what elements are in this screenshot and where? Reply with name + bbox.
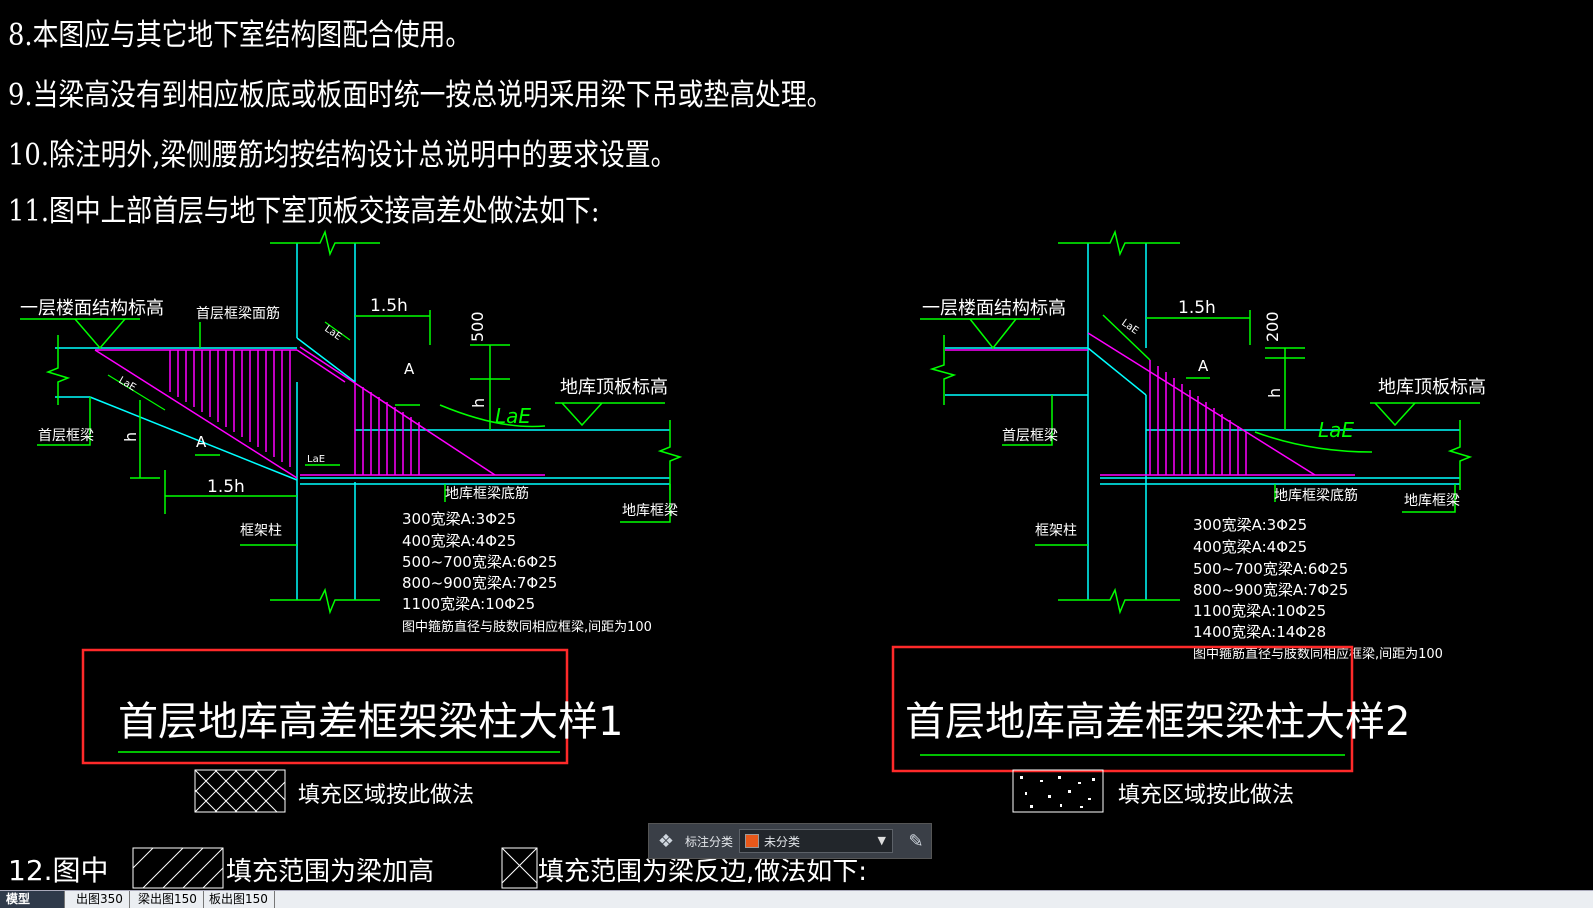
note-12-row: 12.图中 填充范围为梁加高 填充范围为梁反边,做法如下: [8, 847, 867, 889]
spec-1-4: 1100宽梁A:10Φ25 [402, 595, 535, 613]
spec-2-4: 1100宽梁A:10Φ25 [1193, 602, 1326, 620]
h-label-2: h [1265, 388, 1284, 398]
dim-1-5h-bottom-1: 1.5h [207, 477, 245, 497]
specs-1: 300宽梁A:3Φ25 400宽梁A:4Φ25 500~700宽梁A:6Φ25 … [402, 510, 652, 635]
spec-1-1: 400宽梁A:4Φ25 [402, 532, 516, 550]
lae-green-label-2: LaE [1318, 418, 1354, 442]
basement-beam-label-1: 地库框梁 [622, 503, 678, 519]
a-label-1b: A [404, 360, 415, 378]
column-label-1: 框架柱 [240, 523, 282, 539]
note-11: 11.图中上部首层与地下室顶板交接高差处做法如下: [8, 194, 600, 229]
annotation-category-toolbar: ❖ 标注分类 未分类 ▼ ✎ [648, 823, 932, 859]
edit-icon[interactable]: ✎ [908, 830, 924, 852]
highlight-box-2 [891, 645, 1354, 773]
specs-2: 300宽梁A:3Φ25 400宽梁A:4Φ25 500~700宽梁A:6Φ25 … [1193, 516, 1443, 662]
detail-title-1: 首层地库高差框架梁柱大样1 [118, 699, 623, 745]
bottom-bar-label-1: 地库框梁底筋 [445, 485, 529, 502]
fill-swatch-2 [1012, 769, 1104, 813]
highlight-box-1 [81, 648, 569, 765]
lae-label-1c: LaE [307, 454, 325, 465]
roof-elev-label-2: 地库顶板标高 [1378, 377, 1486, 398]
dim-500-1: 500 [468, 311, 487, 342]
hatch-sample-12a [132, 847, 224, 889]
break-lines-2 [920, 229, 1480, 615]
note-12-text-b: 填充范围为梁反边,做法如下: [538, 857, 867, 887]
dim-1-5h-2: 1.5h [1178, 298, 1216, 318]
spec-2-1: 400宽梁A:4Φ25 [1193, 538, 1307, 556]
basement-beam-label-2: 地库框梁 [1404, 493, 1460, 509]
spec-2-3: 800~900宽梁A:7Φ25 [1193, 581, 1348, 599]
layout-tabs-bar: 模型 出图350 梁出图150 板出图150 [0, 890, 1593, 908]
floor-elev-label-2: 一层楼面结构标高 [922, 298, 1066, 319]
fill-swatch-1 [194, 769, 286, 813]
first-beam-label-2: 首层框梁 [1002, 428, 1058, 444]
tab-slab-output-150[interactable]: 板出图150 [203, 891, 275, 908]
hatch-sample-12b [501, 847, 538, 889]
spec-1-5: 图中箍筋直径与肢数同相应框梁,间距为100 [402, 619, 652, 635]
category-select[interactable]: 未分类 ▼ [739, 829, 893, 853]
rebar-and-hatch-2 [945, 332, 1355, 476]
spec-2-2: 500~700宽梁A:6Φ25 [1193, 560, 1348, 578]
column-label-2: 框架柱 [1035, 523, 1077, 539]
spec-2-6: 图中箍筋直径与肢数同相应框梁,间距为100 [1193, 646, 1443, 662]
detail-2: 一层楼面结构标高 首层框梁 地库顶板标高 地库框梁底筋 地库框梁 框架柱 1.5… [891, 229, 1486, 813]
chevron-down-icon[interactable]: ▼ [877, 834, 886, 847]
spec-1-2: 500~700宽梁A:6Φ25 [402, 553, 557, 571]
top-bar-label-1: 首层框梁面筋 [196, 305, 280, 322]
layers-icon[interactable]: ❖ [657, 830, 675, 852]
spec-1-3: 800~900宽梁A:7Φ25 [402, 574, 557, 592]
tab-output-350[interactable]: 出图350 [70, 891, 130, 908]
column-outline-1 [55, 243, 670, 600]
fill-note-1: 填充区域按此做法 [298, 783, 474, 808]
detail-1: 一层楼面结构标高 首层框梁面筋 首层框梁 地库顶板标高 地库框梁底筋 地库框梁 … [20, 229, 683, 813]
rebar-and-hatch-1 [94, 346, 545, 479]
note-10: 10.除注明外,梁侧腰筋均按结构设计总说明中的要求设置。 [8, 138, 677, 173]
lae-green-label-1: LaE [495, 404, 531, 428]
a-label-2: A [1198, 357, 1209, 375]
tab-model[interactable]: 模型 [0, 891, 65, 908]
category-selected-value: 未分类 [764, 834, 801, 849]
note-8: 8.本图应与其它地下室结构图配合使用。 [8, 18, 472, 53]
detail-title-2: 首层地库高差框架梁柱大样2 [905, 699, 1410, 745]
spec-2-0: 300宽梁A:3Φ25 [1193, 516, 1307, 534]
lae-dims-1 [107, 321, 351, 411]
lae-label-1b: LaE [322, 323, 343, 342]
a-label-1a: A [196, 433, 207, 451]
h-label-1a: h [469, 398, 488, 408]
tab-beam-output-150[interactable]: 梁出图150 [132, 891, 204, 908]
spec-1-0: 300宽梁A:3Φ25 [402, 510, 516, 528]
bottom-bar-label-2: 地库框梁底筋 [1274, 487, 1358, 504]
note-12: 12.图中 [8, 854, 109, 887]
spec-2-5: 1400宽梁A:14Φ28 [1193, 623, 1326, 641]
first-beam-label-1: 首层框梁 [38, 428, 94, 444]
annotation-category-label: 标注分类 [685, 834, 734, 849]
h-label-1b: h [121, 432, 140, 442]
floor-elev-label-1: 一层楼面结构标高 [20, 298, 164, 319]
note-9: 9.当梁高没有到相应板底或板面时统一按总说明采用梁下吊或垫高处理。 [8, 78, 833, 113]
fill-note-2: 填充区域按此做法 [1118, 783, 1294, 808]
dim-1-5h-top-1: 1.5h [370, 296, 408, 316]
roof-elev-label-1: 地库顶板标高 [560, 377, 668, 398]
dim-200-2: 200 [1263, 311, 1282, 342]
note-12-text-a: 填充范围为梁加高 [226, 857, 434, 887]
break-lines-1 [20, 229, 683, 615]
category-color-swatch [745, 834, 760, 848]
